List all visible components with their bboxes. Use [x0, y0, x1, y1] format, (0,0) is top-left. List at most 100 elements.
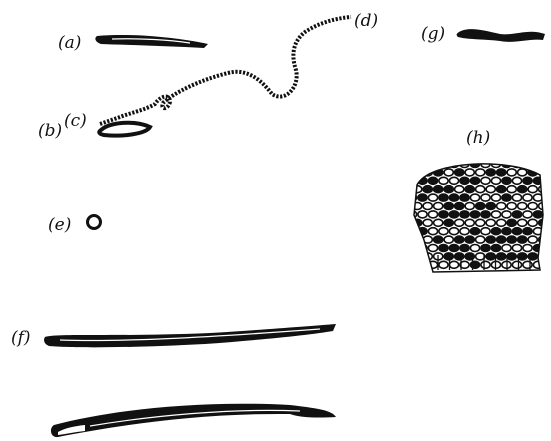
honeycomb-cell	[481, 211, 490, 218]
honeycomb-cell	[444, 219, 453, 226]
honeycomb-cell	[434, 203, 443, 210]
honeycomb-cell	[528, 219, 537, 226]
honeycomb-cell	[434, 236, 443, 243]
honeycomb-cell	[465, 186, 474, 193]
honeycomb-cell	[523, 177, 532, 184]
honeycomb-cell	[518, 203, 527, 210]
honeycomb-cell	[523, 245, 532, 252]
honeycomb-cell	[497, 186, 506, 193]
honeycomb-cell	[465, 236, 474, 243]
honeycomb-cell	[533, 211, 542, 218]
honeycomb-cell	[476, 219, 485, 226]
label-a: (a)	[58, 33, 81, 53]
honeycomb-cell	[465, 169, 474, 176]
honeycomb-cell	[428, 177, 437, 184]
honeycomb-cell	[502, 194, 511, 201]
honeycomb-cell	[418, 211, 427, 218]
honeycomb-cell	[486, 253, 495, 260]
honeycomb-cell	[449, 245, 458, 252]
honeycomb-cell	[428, 245, 437, 252]
specimen-tapered-rod	[51, 404, 336, 437]
honeycomb-cell	[539, 253, 548, 260]
honeycomb-cell	[491, 245, 500, 252]
label-e: (e)	[48, 215, 71, 235]
honeycomb-cell	[439, 194, 448, 201]
honeycomb-cell	[428, 194, 437, 201]
honeycomb-cell	[512, 211, 521, 218]
honeycomb-cell	[439, 177, 448, 184]
honeycomb-cell	[539, 219, 548, 226]
honeycomb-cell	[523, 211, 532, 218]
honeycomb-cell	[460, 228, 469, 235]
honeycomb-cell	[476, 186, 485, 193]
honeycomb-cell	[502, 211, 511, 218]
honeycomb-cell	[470, 261, 479, 268]
honeycomb-cell	[455, 236, 464, 243]
honeycomb-cell	[434, 186, 443, 193]
honeycomb-cell	[470, 211, 479, 218]
honeycomb-cell	[407, 261, 416, 268]
honeycomb-cell	[518, 169, 527, 176]
label-b: (b)	[38, 121, 62, 141]
honeycomb-cell	[413, 236, 422, 243]
honeycomb-cell	[523, 261, 532, 268]
honeycomb-cell	[434, 219, 443, 226]
honeycomb-cell	[491, 228, 500, 235]
honeycomb-cell	[491, 194, 500, 201]
honeycomb-cell	[449, 211, 458, 218]
label-g: (g)	[421, 24, 445, 44]
honeycomb-cell	[512, 194, 521, 201]
honeycomb-cell	[476, 169, 485, 176]
honeycomb-cell	[523, 194, 532, 201]
honeycomb-cell	[481, 177, 490, 184]
honeycomb-cell	[528, 236, 537, 243]
honeycomb-cell	[423, 203, 432, 210]
honeycomb-cell	[407, 161, 416, 168]
honeycomb-cell	[428, 211, 437, 218]
honeycomb-cell	[528, 203, 537, 210]
honeycomb-cell	[413, 253, 422, 260]
honeycomb-cell	[523, 228, 532, 235]
honeycomb-cell	[465, 219, 474, 226]
honeycomb-cell	[444, 236, 453, 243]
honeycomb-cell	[512, 261, 521, 268]
honeycomb-cell	[423, 186, 432, 193]
honeycomb-cell	[518, 186, 527, 193]
honeycomb-cell	[439, 245, 448, 252]
honeycomb-cell	[502, 245, 511, 252]
honeycomb-cell	[507, 186, 516, 193]
honeycomb-cell	[497, 219, 506, 226]
honeycomb-cell	[449, 177, 458, 184]
honeycomb-cell	[497, 253, 506, 260]
honeycomb-cell	[528, 186, 537, 193]
specimen-b	[99, 123, 150, 136]
honeycomb-cell	[481, 194, 490, 201]
honeycomb-cell	[470, 194, 479, 201]
honeycomb-cell	[423, 219, 432, 226]
specimen-f-rod	[44, 324, 336, 347]
honeycomb-cell	[512, 228, 521, 235]
honeycomb-cell	[533, 161, 542, 168]
honeycomb-cell	[518, 219, 527, 226]
honeycomb-cell	[418, 261, 427, 268]
honeycomb-cell	[486, 236, 495, 243]
specimen-h-honeycomb	[407, 161, 547, 273]
honeycomb-cell	[470, 228, 479, 235]
honeycomb-cell	[507, 253, 516, 260]
label-c: (c)	[64, 111, 87, 131]
honeycomb-cell	[418, 194, 427, 201]
honeycomb-cell	[407, 245, 416, 252]
honeycomb-cell	[507, 203, 516, 210]
honeycomb-cell	[413, 169, 422, 176]
honeycomb-cell	[439, 228, 448, 235]
honeycomb-cell	[512, 245, 521, 252]
honeycomb-cell	[507, 219, 516, 226]
honeycomb-cell	[449, 194, 458, 201]
honeycomb-cell	[455, 219, 464, 226]
specimen-a	[95, 35, 208, 48]
honeycomb-cell	[539, 186, 548, 193]
honeycomb-cell	[428, 161, 437, 168]
honeycomb-cell	[481, 228, 490, 235]
honeycomb-cell	[444, 203, 453, 210]
honeycomb-cell	[455, 253, 464, 260]
